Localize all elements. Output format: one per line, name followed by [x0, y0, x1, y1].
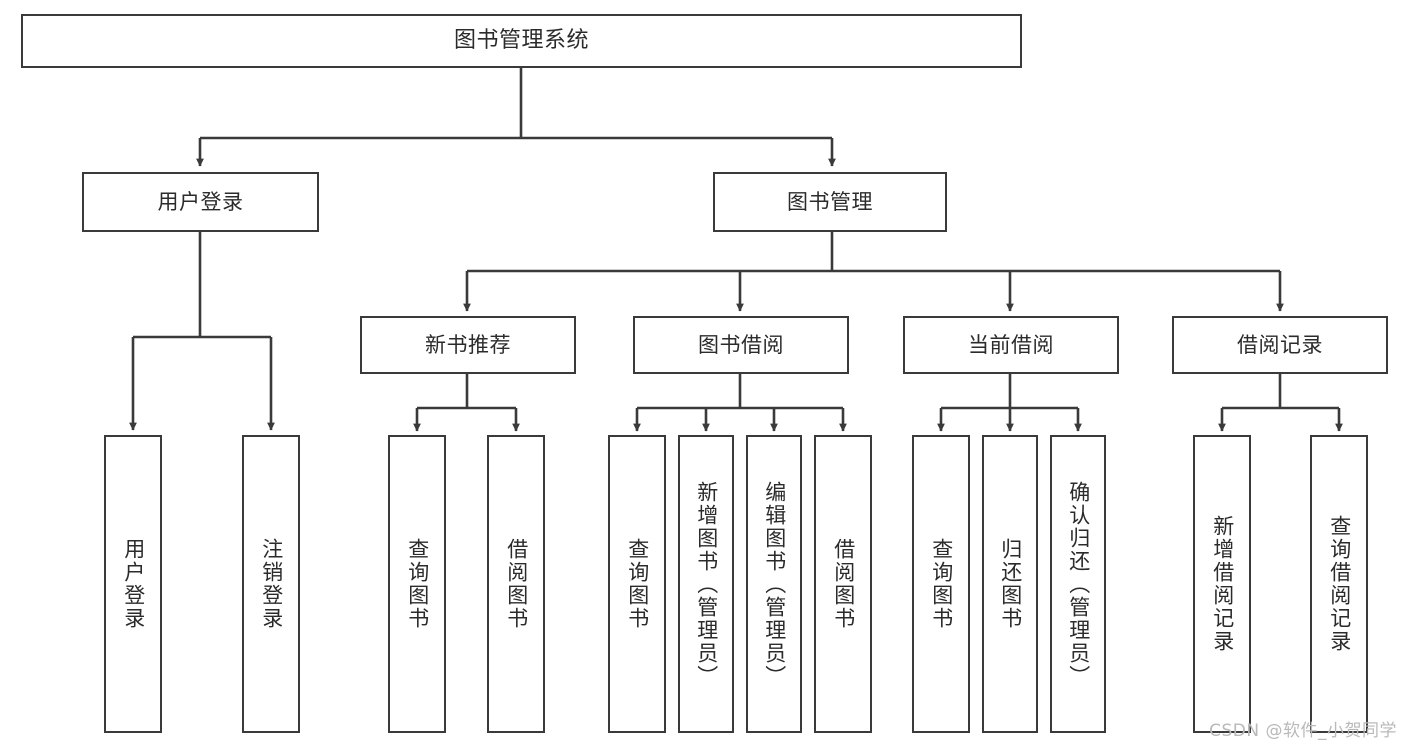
node-label: 新增借阅记录 — [1210, 515, 1235, 653]
node-label: 借阅图书 — [831, 538, 856, 630]
leaf-return-book[interactable]: 归还图书 — [982, 435, 1038, 733]
node-label: 归还图书 — [998, 538, 1023, 630]
leaf-add-borrow-record[interactable]: 新增借阅记录 — [1193, 435, 1251, 733]
node-label: 图书管理 — [787, 189, 873, 214]
leaf-borrow-book[interactable]: 借阅图书 — [814, 435, 872, 733]
watermark: CSDN @软件_小贺同学 — [1209, 721, 1397, 741]
node-label: 查询借阅记录 — [1327, 515, 1352, 653]
node-book-management[interactable]: 图书管理 — [713, 172, 947, 232]
leaf-user-login[interactable]: 用户登录 — [104, 435, 162, 733]
node-book-borrow[interactable]: 图书借阅 — [633, 316, 849, 374]
node-label: 注销登录 — [259, 538, 284, 630]
leaf-edit-book-admin[interactable]: 编辑图书（管理员） — [746, 435, 802, 733]
node-label: 借阅记录 — [1237, 332, 1323, 357]
node-root-system[interactable]: 图书管理系统 — [21, 14, 1022, 68]
leaf-borrow-book-recommend[interactable]: 借阅图书 — [487, 435, 545, 733]
node-label: 用户登录 — [157, 189, 244, 214]
node-user-login[interactable]: 用户登录 — [82, 172, 319, 232]
node-label: 确认归还（管理员） — [1066, 480, 1091, 688]
leaf-add-book-admin[interactable]: 新增图书（管理员） — [678, 435, 734, 733]
node-label: 查询图书 — [625, 538, 650, 630]
leaf-query-book-borrow[interactable]: 查询图书 — [608, 435, 666, 733]
node-label: 图书管理系统 — [453, 28, 589, 54]
node-label: 新书推荐 — [425, 332, 511, 357]
node-label: 新增图书（管理员） — [694, 480, 719, 688]
node-label: 查询图书 — [405, 538, 430, 630]
node-label: 用户登录 — [121, 538, 146, 630]
node-borrow-records[interactable]: 借阅记录 — [1172, 316, 1388, 374]
node-label: 借阅图书 — [504, 538, 529, 630]
node-label: 当前借阅 — [968, 332, 1054, 357]
node-label: 图书借阅 — [698, 332, 784, 357]
leaf-query-borrow-record[interactable]: 查询借阅记录 — [1310, 435, 1368, 733]
node-label: 编辑图书（管理员） — [762, 480, 787, 688]
node-new-book-recommend[interactable]: 新书推荐 — [360, 316, 576, 374]
leaf-query-book-recommend[interactable]: 查询图书 — [388, 435, 446, 733]
node-current-borrow[interactable]: 当前借阅 — [903, 316, 1119, 374]
leaf-confirm-return-admin[interactable]: 确认归还（管理员） — [1050, 435, 1106, 733]
node-label: 查询图书 — [929, 538, 954, 630]
leaf-query-book-current[interactable]: 查询图书 — [912, 435, 970, 733]
leaf-logout[interactable]: 注销登录 — [242, 435, 300, 733]
